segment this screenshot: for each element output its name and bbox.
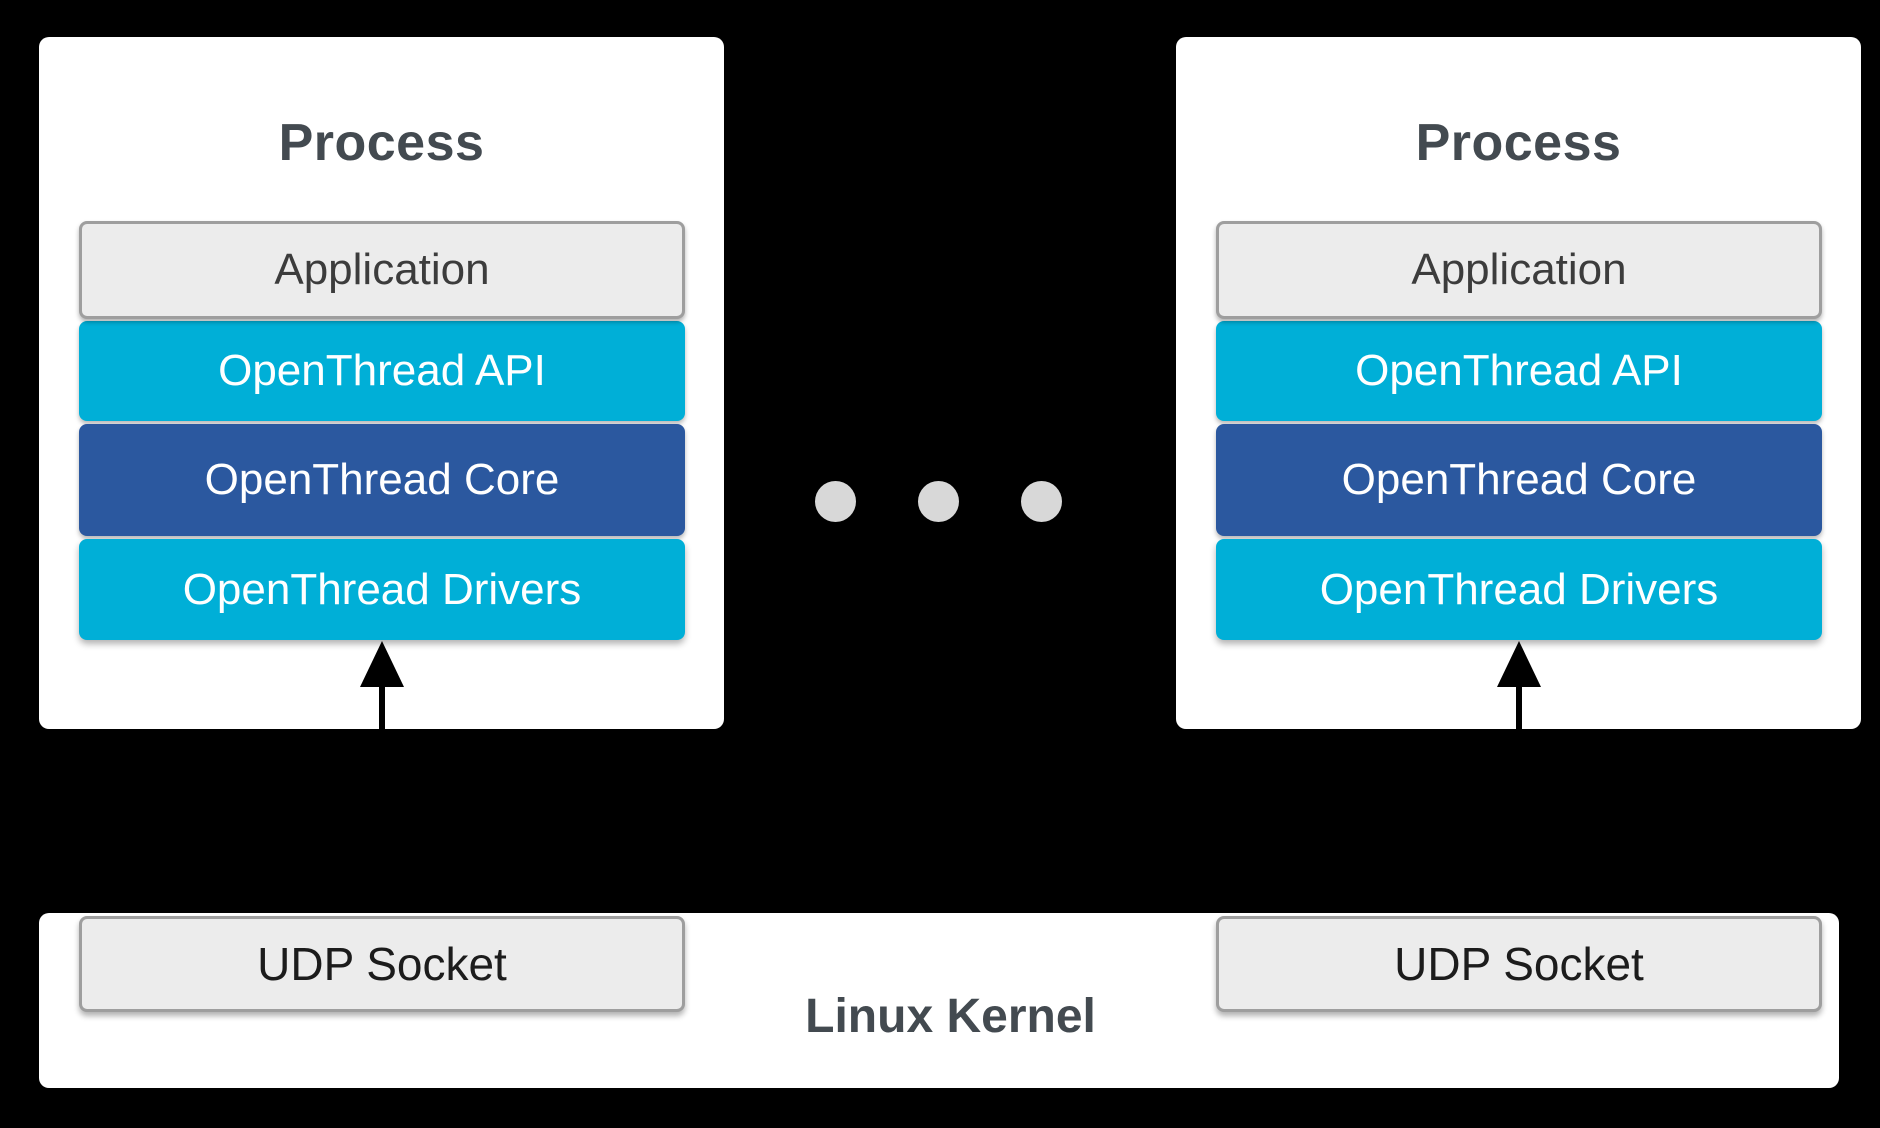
ellipsis-dot-icon <box>815 481 856 522</box>
layer-openthread-core-left: OpenThread Core <box>79 424 685 536</box>
layer-label: OpenThread Drivers <box>182 564 582 614</box>
arrow-head-icon <box>360 641 404 687</box>
ellipsis-dots <box>815 481 1062 522</box>
arrow-udp-to-drivers-left <box>352 641 412 729</box>
ellipsis-dot-icon <box>1021 481 1062 522</box>
process-title-right: Process <box>1415 114 1622 172</box>
udp-socket-label: UDP Socket <box>1394 938 1644 990</box>
layer-openthread-core-right: OpenThread Core <box>1216 424 1822 536</box>
layer-application-left: Application <box>79 221 685 319</box>
layer-openthread-drivers-right: OpenThread Drivers <box>1216 539 1822 640</box>
layer-label: OpenThread API <box>218 346 546 395</box>
ellipsis-dot-icon <box>918 481 959 522</box>
arrow-udp-to-drivers-right <box>1489 641 1549 729</box>
layer-label: OpenThread Drivers <box>1319 564 1719 614</box>
arrow-shaft <box>1516 683 1522 729</box>
kernel-title: Linux Kernel <box>805 990 1096 1043</box>
process-title-left: Process <box>278 114 485 172</box>
layer-label: Application <box>274 245 490 294</box>
layer-label: OpenThread API <box>1355 346 1683 395</box>
udp-socket-box-right: UDP Socket <box>1216 916 1822 1012</box>
layer-application-right: Application <box>1216 221 1822 319</box>
arrow-head-icon <box>1497 641 1541 687</box>
udp-socket-box-left: UDP Socket <box>79 916 685 1012</box>
layer-label: OpenThread Core <box>204 455 560 504</box>
layer-openthread-api-left: OpenThread API <box>79 321 685 421</box>
layer-label: Application <box>1411 245 1627 294</box>
arrow-shaft <box>379 683 385 729</box>
layer-label: OpenThread Core <box>1341 455 1697 504</box>
udp-socket-label: UDP Socket <box>257 938 507 990</box>
layer-openthread-drivers-left: OpenThread Drivers <box>79 539 685 640</box>
layer-openthread-api-right: OpenThread API <box>1216 321 1822 421</box>
